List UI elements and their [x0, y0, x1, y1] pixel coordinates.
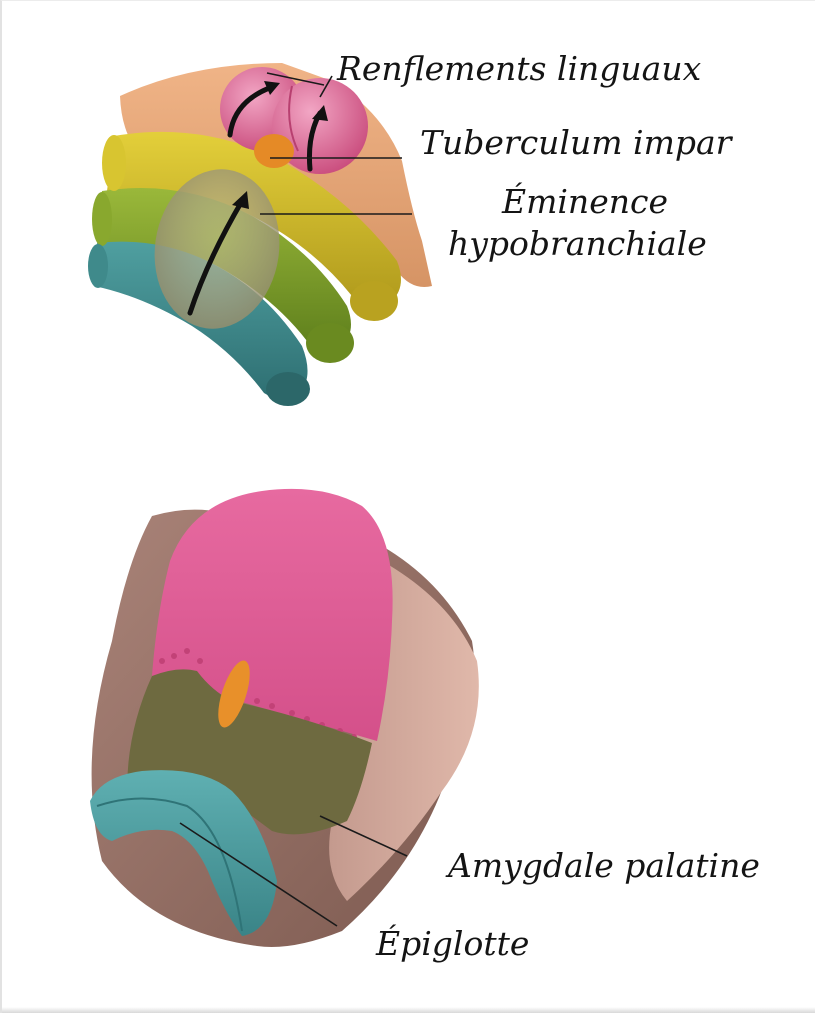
- label-eminence: Éminence: [501, 181, 668, 221]
- tongue-illustration: [90, 489, 479, 947]
- label-renflements-linguaux: Renflements linguaux: [336, 49, 702, 88]
- label-tuberculum-impar: Tuberculum impar: [420, 123, 734, 162]
- arch-teal-end: [266, 372, 310, 406]
- label-amygdale-palatine: Amygdale palatine: [445, 846, 760, 885]
- tuberculum-impar: [254, 134, 294, 168]
- label-epiglotte: Épiglotte: [375, 923, 529, 963]
- arch-yellow-end: [350, 281, 398, 321]
- arch-green-cap: [92, 192, 112, 246]
- arch-teal-cap: [88, 244, 108, 288]
- label-hypobranchiale: hypobranchiale: [448, 224, 707, 263]
- pharyngeal-arches-illustration: [88, 63, 432, 406]
- arch-yellow-cap: [102, 135, 126, 191]
- arch-green-end: [306, 323, 354, 363]
